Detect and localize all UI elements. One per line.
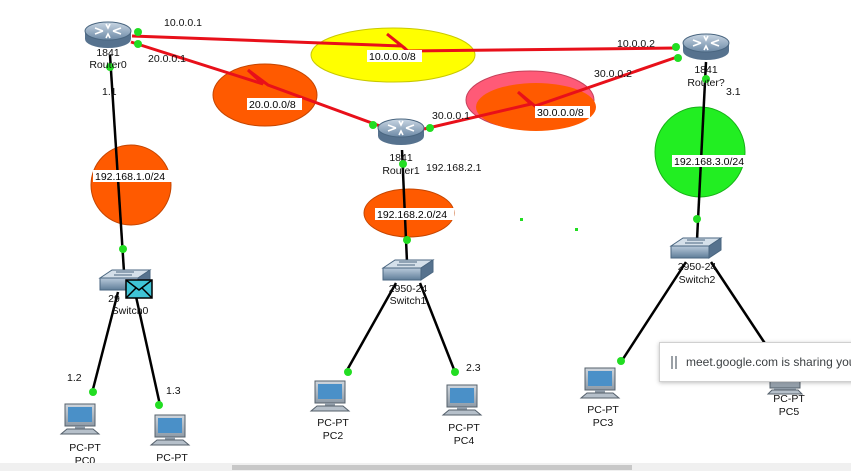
router-0-name: Router0 [89,59,127,71]
switch-2[interactable] [669,237,723,259]
network-area-192-168-1[interactable] [90,144,172,226]
router-1[interactable] [377,118,425,145]
pc-0[interactable] [59,403,101,435]
ip-label-r0-10: 10.0.0.1 [164,17,202,29]
ip-label-r2-lan: 3.1 [726,86,741,98]
ip-label-r1-lan: 192.168.2.1 [426,162,482,174]
router-1-name: Router1 [382,165,420,177]
switch-arrows-icon [685,239,705,244]
network-label-30: 30.0.0.0/8 [535,106,590,119]
network-10-label: 10.0.0.0/8 [369,51,416,63]
link-switch1-pc4[interactable] [418,282,457,373]
link-router0-router1[interactable] [130,40,381,128]
switch-1[interactable] [381,259,435,281]
switch-2-name: Switch2 [679,274,716,286]
router-arrows-icon [692,35,720,51]
network-label-192-168-1: 192.168.1.0/24 [93,170,172,183]
switch-0-name: Switch0 [112,305,149,317]
pc-1-type: PC-PT [156,452,188,464]
pc-3-type: PC-PT [587,404,619,416]
router-arrows-icon [94,23,122,39]
switch-1-model: 2950-24 [389,283,428,295]
network-30-label: 30.0.0.0/8 [537,107,584,119]
network-label-20: 20.0.0.0/8 [247,98,302,111]
switch-1-name: Switch1 [390,295,427,307]
pc-0-type: PC-PT [69,442,101,454]
link-router0-switch0[interactable] [108,54,126,273]
ip-label-pc0: 1.2 [67,372,82,384]
network-20-label: 20.0.0.0/8 [249,99,296,111]
network-192-168-2-label: 192.168.2.0/24 [377,209,447,221]
share-notification-text: meet.google.com is sharing you [686,355,851,369]
router-2-model: 1841 [694,64,718,76]
router-arrows-icon [387,120,415,136]
link-status-dots [89,28,710,409]
pc-5-type: PC-PT [773,393,805,405]
link-switch0-pc0[interactable] [90,291,120,394]
ip-label-r2-10: 10.0.0.2 [617,38,655,50]
switch-0-model: 29 [108,293,120,305]
scrollbar-thumb[interactable] [232,465,632,470]
router-2[interactable] [682,33,730,60]
ip-label-r2-30: 30.0.0.2 [594,68,632,80]
network-label-192-168-3: 192.168.3.0/24 [672,155,751,168]
pdu-envelope-icon[interactable] [125,279,153,299]
router-0-model: 1841 [96,47,120,59]
stray-marker [575,228,578,231]
pc-2[interactable] [309,380,351,412]
network-label-10: 10.0.0.0/8 [367,50,422,63]
pc-5-name: PC5 [779,406,800,418]
router-2-name: Router? [687,77,725,89]
ip-label-r0-lan: 1.1 [102,86,117,98]
link-router2-switch2[interactable] [695,61,708,241]
stray-marker [520,218,523,221]
network-label-192-168-2: 192.168.2.0/24 [375,208,454,221]
network-area-20[interactable] [212,63,318,127]
switch-arrows-icon [114,271,134,276]
drag-handle-icon[interactable] [671,356,677,369]
pc-3[interactable] [579,367,621,399]
horizontal-scrollbar[interactable] [0,463,851,471]
ip-label-r0-20: 20.0.0.1 [148,53,186,65]
pc-4[interactable] [441,384,483,416]
link-switch2-pc3[interactable] [619,261,688,363]
link-router0-router2[interactable] [131,32,677,53]
link-switch2-pc5[interactable] [709,261,774,355]
switch-arrows-icon [397,261,417,266]
pc-4-type: PC-PT [448,422,480,434]
ip-label-pc1: 1.3 [166,385,181,397]
link-switch1-pc2[interactable] [344,282,398,373]
pc-2-name: PC2 [323,430,344,442]
pc-2-type: PC-PT [317,417,349,429]
ip-label-pc4: 2.3 [466,362,481,374]
network-192-168-3-label: 192.168.3.0/24 [674,156,744,168]
pc-1[interactable] [149,414,191,446]
network-192-168-1-label: 192.168.1.0/24 [95,171,165,183]
router-1-model: 1841 [389,152,413,164]
screen-share-notification[interactable]: meet.google.com is sharing you [659,342,851,382]
ip-label-r1-30: 30.0.0.1 [432,110,470,122]
switch-2-model: 2950-24 [678,261,717,273]
pc-3-name: PC3 [593,417,614,429]
link-switch0-pc1[interactable] [133,291,162,406]
pc-4-name: PC4 [454,435,475,447]
link-router1-router2[interactable] [423,54,681,131]
router-0[interactable] [84,21,132,48]
serial-links [130,32,681,131]
